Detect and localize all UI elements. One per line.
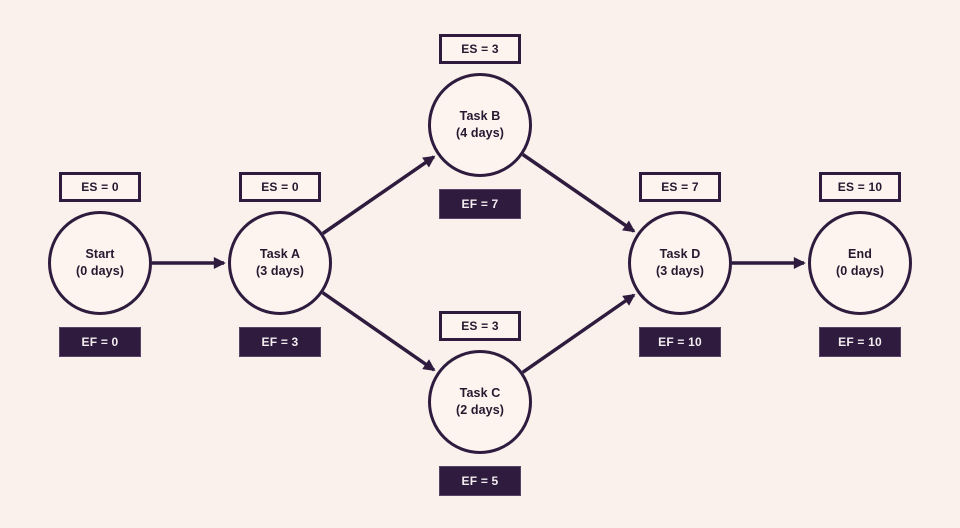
ef-badge: EF = 0 (59, 327, 141, 357)
ef-label: EF = 5 (461, 474, 499, 488)
es-label: ES = 0 (81, 180, 119, 194)
task-name: Task B (459, 109, 501, 124)
es-badge: ES = 0 (239, 172, 321, 202)
edge-task-c-to-task-d (521, 293, 636, 374)
es-label: ES = 7 (661, 180, 699, 194)
es-label: ES = 3 (461, 319, 499, 333)
task-name: Start (85, 247, 115, 262)
task-circle-task-a: Task A (3 days) (228, 211, 332, 315)
ef-badge: EF = 10 (639, 327, 721, 357)
task-name: Task C (459, 386, 501, 401)
task-name: Task D (659, 247, 701, 262)
ef-badge: EF = 10 (819, 327, 901, 357)
edge-task-a-to-task-c (321, 291, 436, 372)
ef-label: EF = 0 (81, 335, 119, 349)
task-duration: (0 days) (835, 264, 885, 278)
ef-label: EF = 10 (838, 335, 882, 349)
es-badge: ES = 0 (59, 172, 141, 202)
es-badge: ES = 3 (439, 311, 521, 341)
task-name: Task A (259, 247, 301, 262)
ef-badge: EF = 3 (239, 327, 321, 357)
ef-badge: EF = 7 (439, 189, 521, 219)
task-duration: (3 days) (255, 264, 305, 278)
task-duration: (3 days) (655, 264, 705, 278)
ef-label: EF = 7 (461, 197, 499, 211)
es-badge: ES = 3 (439, 34, 521, 64)
es-label: ES = 3 (461, 42, 499, 56)
ef-badge: EF = 5 (439, 466, 521, 496)
task-duration: (0 days) (75, 264, 125, 278)
task-duration: (4 days) (455, 126, 505, 140)
ef-label: EF = 3 (261, 335, 299, 349)
es-badge: ES = 7 (639, 172, 721, 202)
edge-task-a-to-task-b (321, 155, 436, 235)
task-circle-task-b: Task B (4 days) (428, 73, 532, 177)
task-circle-task-d: Task D (3 days) (628, 211, 732, 315)
es-label: ES = 0 (261, 180, 299, 194)
task-circle-start: Start (0 days) (48, 211, 152, 315)
es-badge: ES = 10 (819, 172, 901, 202)
task-duration: (2 days) (455, 403, 505, 417)
task-circle-task-c: Task C (2 days) (428, 350, 532, 454)
task-name: End (848, 247, 872, 262)
task-circle-end: End (0 days) (808, 211, 912, 315)
ef-label: EF = 10 (658, 335, 702, 349)
es-label: ES = 10 (837, 180, 883, 194)
edge-task-b-to-task-d (521, 153, 636, 233)
